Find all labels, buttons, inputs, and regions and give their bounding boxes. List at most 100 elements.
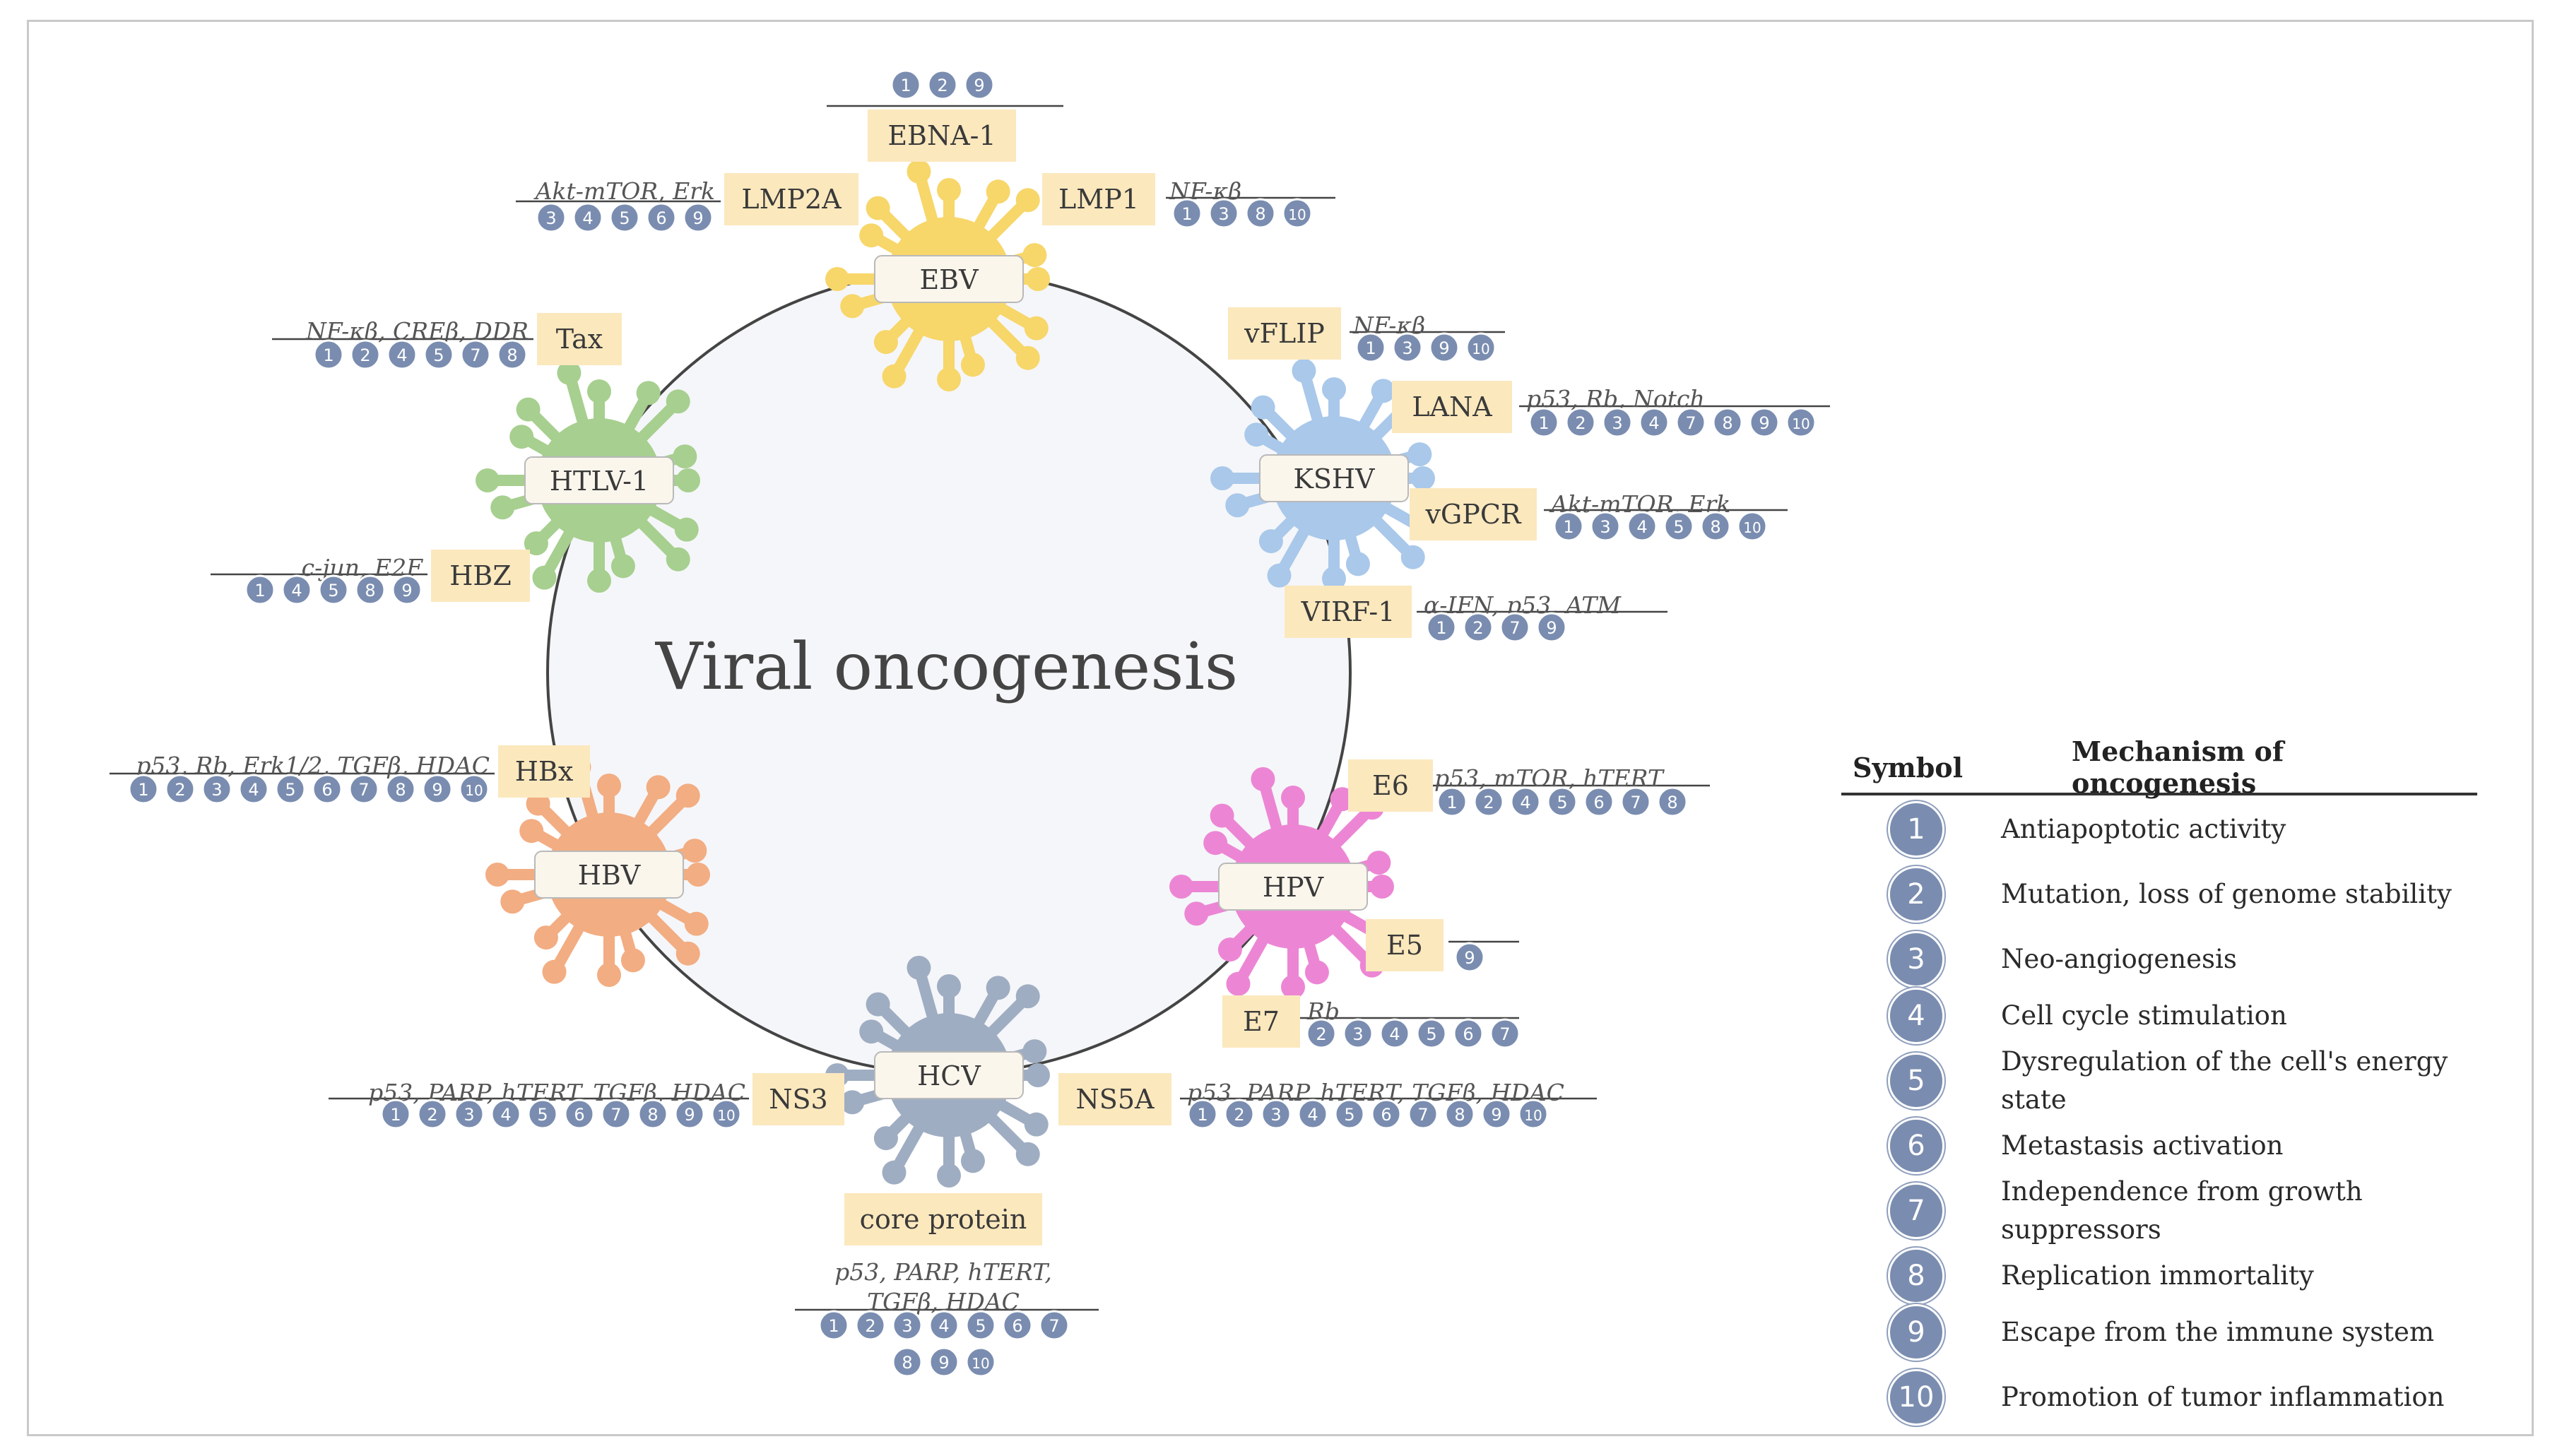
protein-name: LMP2A	[741, 184, 842, 215]
virus-spike-tip	[1281, 786, 1305, 810]
svg-text:2: 2	[937, 76, 948, 95]
svg-text:3: 3	[902, 1316, 912, 1336]
virus-spike-tip	[1015, 1142, 1040, 1166]
virus-spike-tip	[1366, 851, 1391, 875]
legend-symbol-badge: 7	[1888, 1183, 1944, 1239]
svg-text:2: 2	[175, 780, 185, 800]
virus-spike-tip	[524, 531, 548, 556]
svg-text:8: 8	[507, 345, 517, 365]
virus-spike-tip	[557, 360, 582, 385]
virus-spike-tip	[882, 1160, 907, 1185]
legend-mechanism-text: Antiapoptotic activity	[2001, 814, 2286, 844]
svg-text:7: 7	[470, 345, 480, 365]
mechanism-badge-1: 1	[1171, 198, 1203, 229]
virus-spike-tip	[1267, 563, 1292, 588]
virus-spike-tip	[907, 955, 931, 980]
mechanism-badge-10: 10	[711, 1099, 742, 1130]
virus-name-box	[1218, 863, 1368, 911]
virus-spike-tip	[533, 925, 558, 950]
mechanism-badge-5: 5	[609, 202, 640, 233]
protein-label-box	[1042, 173, 1155, 225]
virus-spike-tip	[840, 1090, 865, 1115]
mechanism-badge-9: 9	[964, 69, 995, 100]
mechanism-badge-9: 9	[1454, 942, 1485, 973]
svg-text:9: 9	[684, 1105, 695, 1125]
mechanism-badge-8: 8	[1657, 786, 1688, 817]
mechanism-badge-7: 7	[460, 339, 491, 370]
mechanism-badge-2: 2	[927, 69, 958, 100]
svg-text:9: 9	[974, 76, 984, 95]
protein-targets: Akt-mTOR, Erk	[533, 177, 715, 205]
protein-label-box	[1392, 381, 1512, 433]
svg-text:5: 5	[328, 581, 338, 600]
svg-text:4: 4	[500, 1105, 511, 1125]
virus-spike-tip	[1345, 552, 1370, 576]
mechanism-badge-1: 1	[380, 1099, 411, 1130]
virus-name-box	[524, 456, 674, 504]
svg-text:3: 3	[464, 1105, 474, 1125]
mechanism-badge-5: 5	[527, 1099, 558, 1130]
svg-text:10: 10	[1792, 415, 1810, 432]
virus-name-label: HPV	[1263, 872, 1324, 903]
svg-text:7: 7	[1509, 618, 1520, 638]
virus-spike-tip	[587, 379, 611, 403]
virus-spike-tip	[1210, 803, 1234, 828]
symbol-column-header: Symbol	[1853, 751, 1964, 783]
mechanism-badge-2: 2	[1306, 1018, 1337, 1049]
protein-name: vGPCR	[1424, 499, 1521, 530]
protein-targets: p53, mTOR, hTERT	[1434, 764, 1665, 792]
mechanism-badge-10: 10	[459, 774, 490, 805]
svg-text:10: 10	[1524, 1107, 1542, 1124]
mechanism-badge-2: 2	[1473, 786, 1504, 817]
svg-text:5: 5	[619, 208, 630, 228]
virus-spike-tip	[937, 1164, 961, 1188]
mechanism-badge-4: 4	[490, 1099, 521, 1130]
svg-text:1: 1	[1446, 793, 1457, 812]
svg-text:8: 8	[395, 780, 406, 800]
mechanism-badge-1: 1	[313, 339, 344, 370]
mechanism-badge-3: 3	[536, 202, 567, 233]
svg-text:10: 10	[972, 1355, 989, 1372]
mechanism-badge-1: 1	[1436, 786, 1468, 817]
virus-spike-tip	[1371, 379, 1395, 403]
protein-label-box	[752, 1073, 844, 1125]
virus-name-box	[1259, 454, 1409, 502]
virus-spike-tip	[1024, 1112, 1049, 1137]
svg-text:4: 4	[396, 345, 407, 365]
legend-symbol-badge: 5	[1888, 1053, 1944, 1109]
svg-text:1: 1	[254, 581, 265, 600]
virus-name-box	[534, 851, 684, 899]
virus-ebv-particle: EBV	[825, 159, 1050, 391]
mechanism-badge-4: 4	[1379, 1018, 1410, 1049]
protein-targets: NF-κβ, CREβ, DDR	[305, 317, 529, 345]
svg-text:3: 3	[211, 780, 222, 800]
mechanism-badge-7: 7	[1620, 786, 1651, 817]
virus-spike-tip	[519, 819, 544, 844]
svg-text:3: 3	[1218, 204, 1229, 224]
protein-label-box	[431, 550, 530, 602]
svg-text:7: 7	[1049, 1316, 1059, 1336]
mechanism-badge-1: 1	[890, 69, 921, 100]
protein-name: core protein	[860, 1204, 1027, 1235]
mechanism-badge-2: 2	[1224, 1099, 1255, 1130]
mechanism-badge-7: 7	[601, 1099, 632, 1130]
svg-text:2: 2	[1316, 1024, 1326, 1044]
mechanism-column-header: Mechanism of oncogenesis	[2072, 735, 2284, 799]
mechanism-badge-3: 3	[1261, 1099, 1292, 1130]
protein-targets: p53, PARP, hTERT,	[834, 1258, 1052, 1286]
mechanism-badge-2: 2	[350, 339, 381, 370]
virus-spike-tip	[636, 381, 661, 406]
svg-text:2: 2	[1575, 413, 1586, 433]
mechanism-badge-1: 1	[1355, 332, 1386, 363]
virus-spike-tip	[986, 179, 1010, 204]
virus-spike-tip	[674, 517, 699, 542]
